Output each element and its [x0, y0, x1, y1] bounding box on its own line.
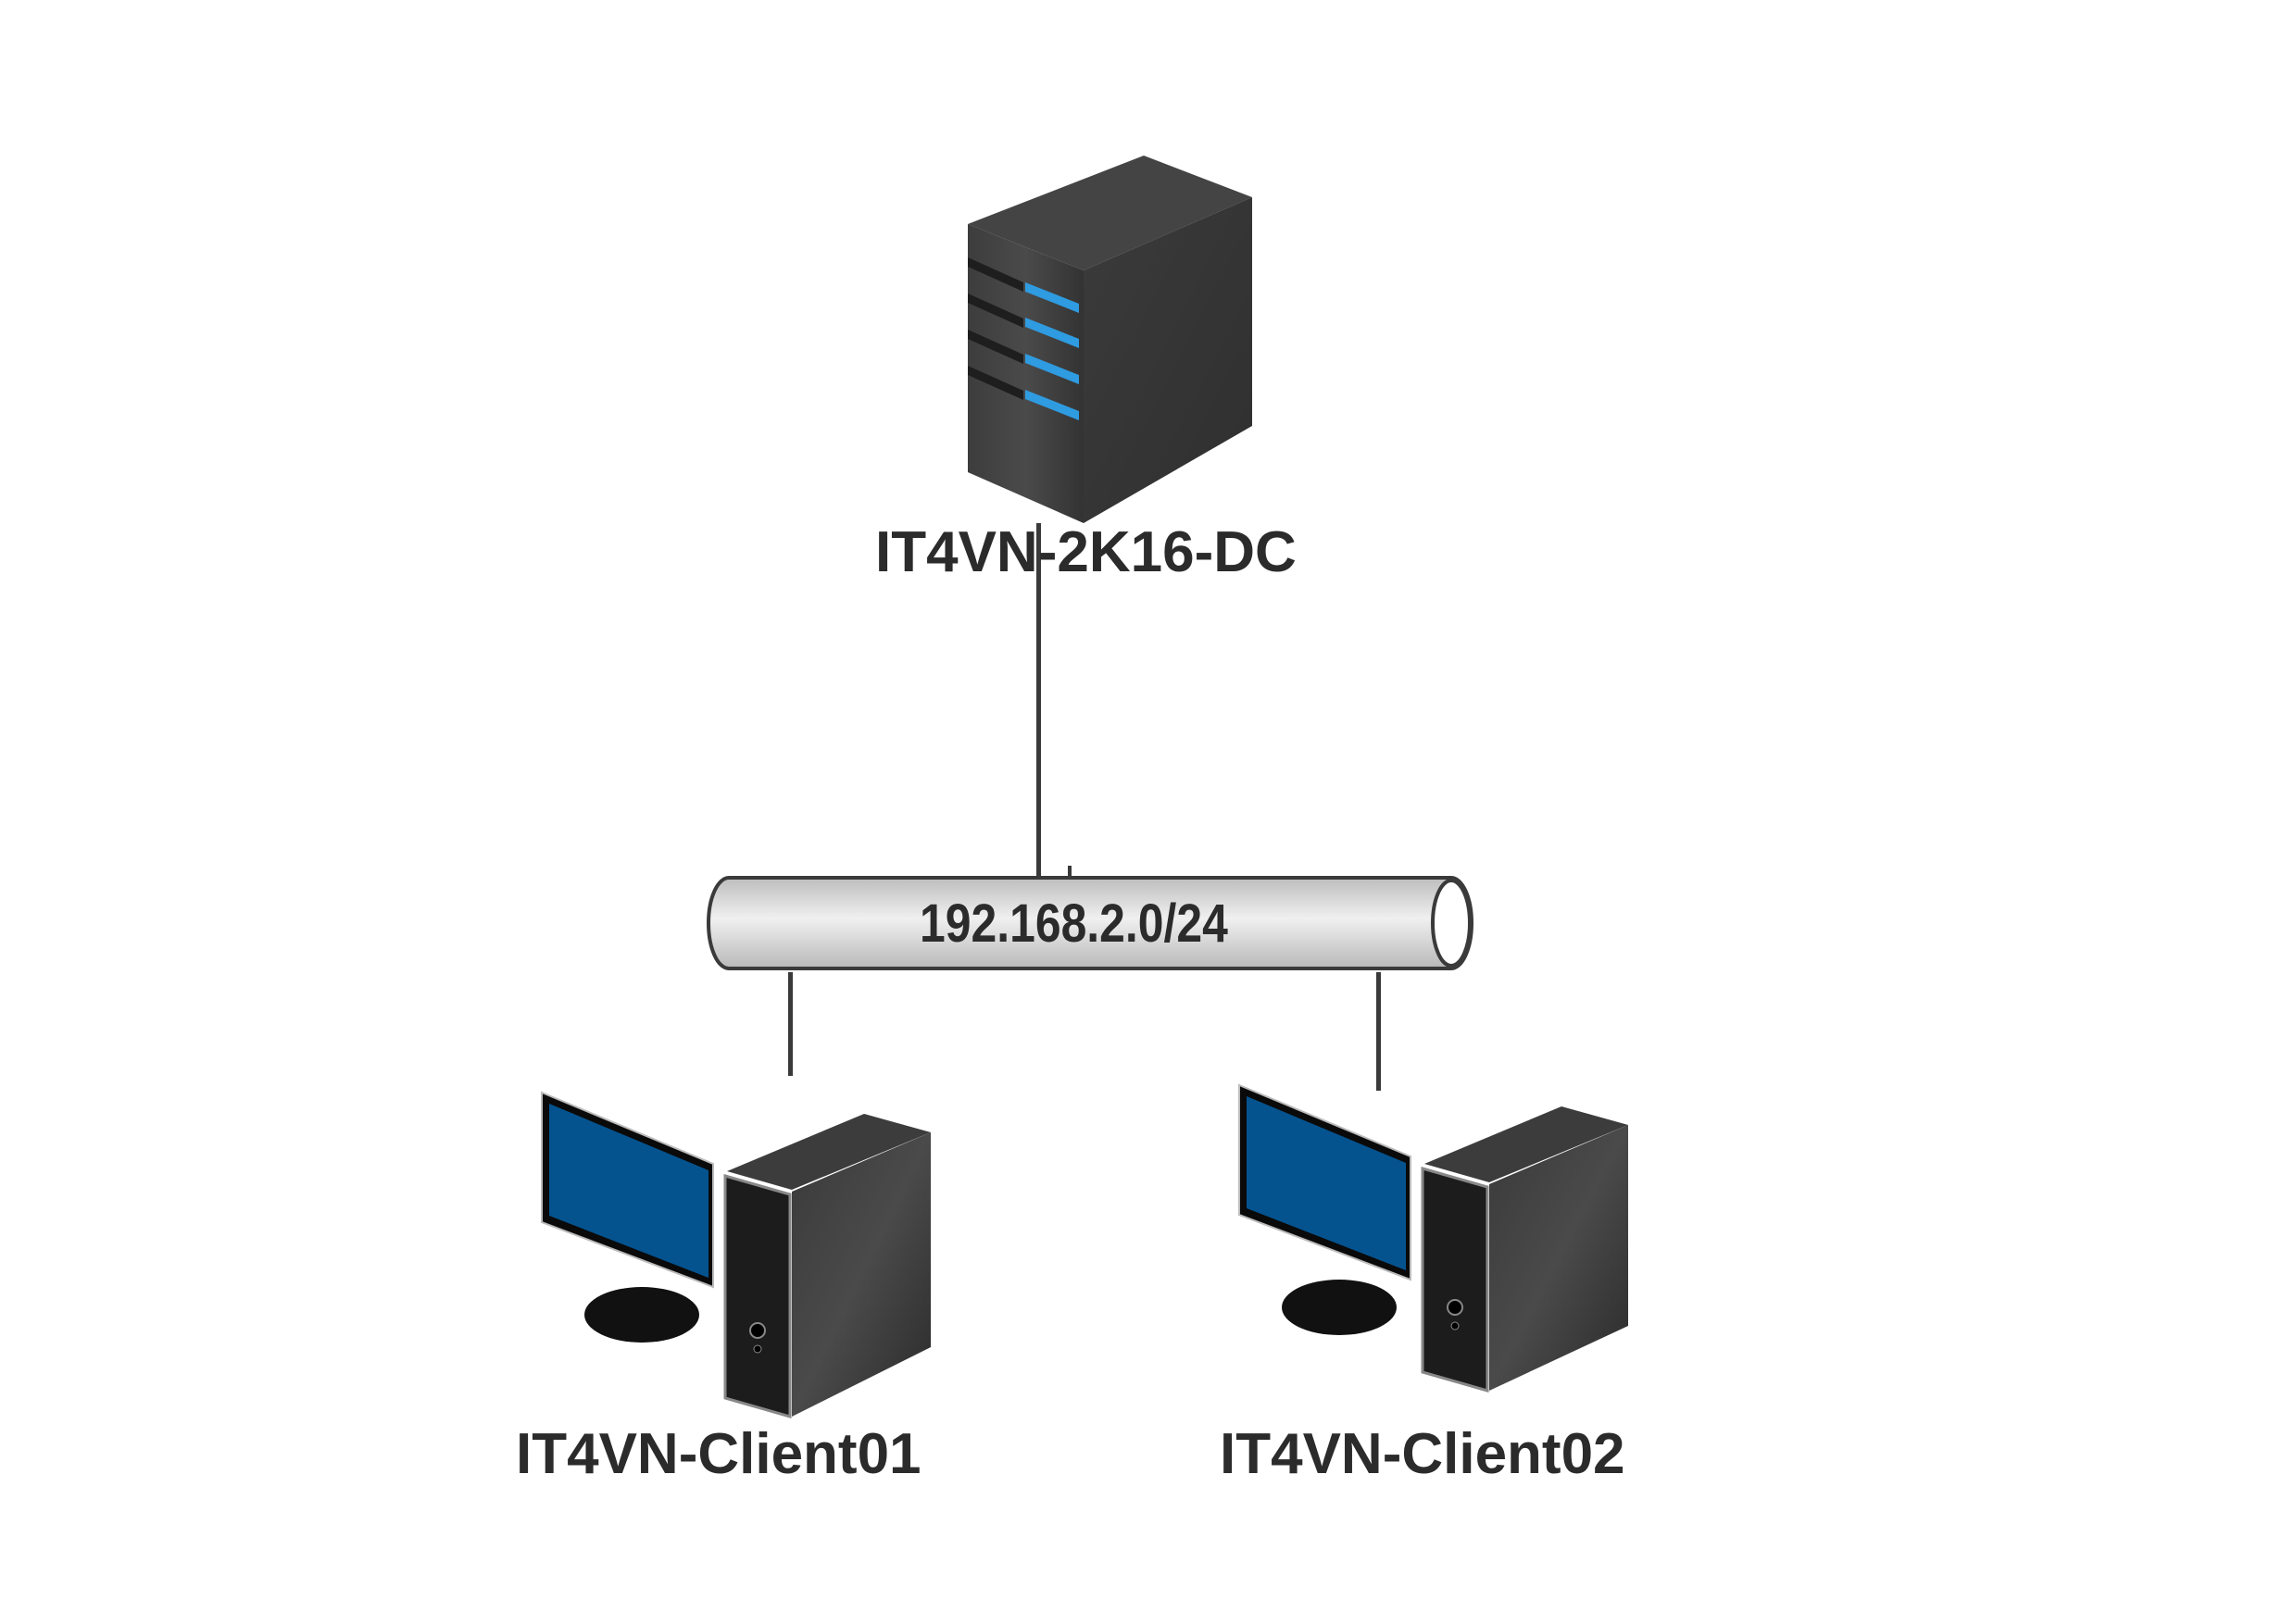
- network-segment[interactable]: 192.168.2.0/24: [707, 866, 1477, 972]
- server-tower-icon: [968, 156, 1252, 523]
- desktop-computer-icon: [1238, 1083, 1628, 1393]
- client01-node[interactable]: [533, 1088, 940, 1421]
- client01-label: IT4VN-Client01: [516, 1422, 922, 1486]
- link-dc-network: [1036, 523, 1041, 880]
- server-node[interactable]: [963, 153, 1260, 523]
- pipe-icon: [707, 866, 1473, 970]
- client02-node[interactable]: [1230, 1081, 1637, 1414]
- desktop-computer-icon: [541, 1091, 931, 1418]
- client02-label: IT4VN-Client02: [1220, 1422, 1625, 1486]
- server-label: IT4VN-2K16-DC: [875, 520, 1297, 584]
- network-label: 192.168.2.0/24: [920, 893, 1228, 954]
- server-led-group: [968, 257, 1079, 420]
- link-client02-network: [1376, 972, 1381, 1091]
- link-client01-network: [788, 972, 793, 1076]
